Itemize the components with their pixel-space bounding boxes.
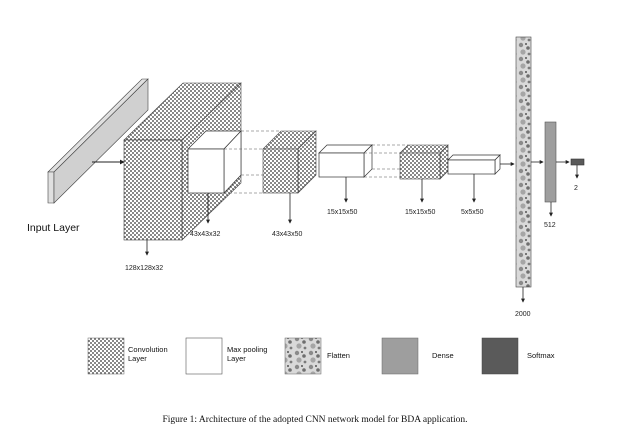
legend-flatten-label: Flatten [327,351,350,360]
pool2-dim-label: 15x15x50 [327,209,357,216]
flatten-layer [515,36,532,288]
legend-dense-label: Dense [432,351,454,360]
legend-softmax-label: Softmax [527,351,555,360]
conv3-dim-label: 15x15x50 [405,209,435,216]
conv2-dim-label: 43x43x50 [272,231,302,238]
conv-block-2 [262,130,317,194]
legend-softmax-swatch [481,337,519,375]
conv1-dim-label: 128x128x32 [125,265,163,272]
legend-pool-label-2: Layer [227,354,246,363]
softmax-dim-label: 2 [574,185,578,192]
legend-conv-label-2: Layer [128,354,147,363]
connector-pool1-conv2 [224,130,281,194]
conv-block-3 [399,144,449,180]
flatten-dim-label: 2000 [515,311,531,318]
softmax-layer [570,158,585,166]
input-layer-label: Input Layer [27,222,80,234]
legend-conv-label-1: Convolution [128,345,168,354]
pool-block-3 [447,154,501,175]
dense-layer [544,121,557,203]
input-layer [47,78,149,204]
legend-pool-label-1: Max pooling [227,345,267,354]
legend: Convolution Layer Max pooling Layer Flat… [87,337,555,375]
legend-dense-swatch [381,337,419,375]
legend-flatten-swatch [284,337,322,375]
pool1-dim-label: 43x43x32 [190,231,220,238]
pool-block-1 [187,130,242,194]
figure-caption: Figure 1: Architecture of the adopted CN… [163,414,468,425]
pool3-dim-label: 5x5x50 [461,209,484,216]
legend-pool-swatch [185,337,223,375]
dense-dim-label: 512 [544,222,556,229]
legend-conv-swatch [87,337,125,375]
pool-block-2 [318,144,373,178]
